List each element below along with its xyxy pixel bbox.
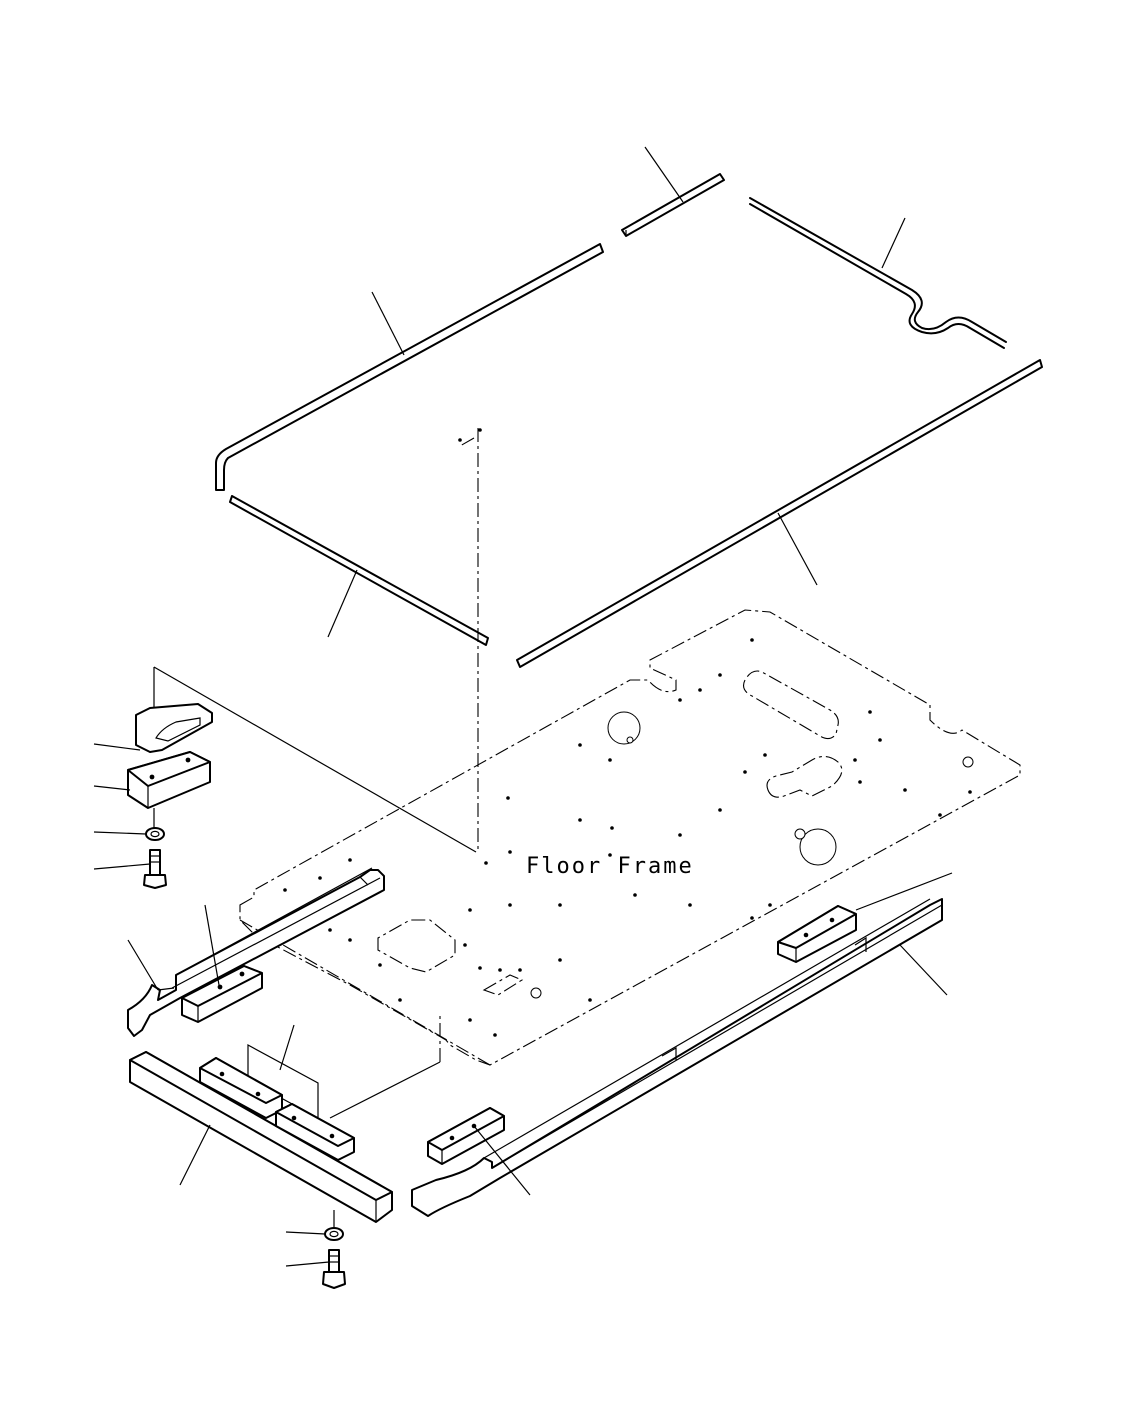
seal-strip-lower-left — [229, 495, 489, 646]
bolt-bottom — [285, 1249, 346, 1289]
seal-strip-long-right — [516, 359, 1043, 668]
mount-blocks-front — [199, 1015, 441, 1161]
mount-block-rail-right-front — [777, 872, 953, 963]
seal-strip-short-top — [621, 146, 725, 237]
front-beam — [129, 1051, 393, 1223]
floor-frame-bolt-holes — [283, 428, 972, 1037]
mount-block-rail-left — [181, 904, 263, 1023]
bolt-left — [93, 849, 167, 889]
washer-left — [93, 827, 165, 841]
mount-block-left — [93, 751, 211, 828]
floor-frame: Floor Frame — [239, 428, 1021, 1066]
seal-strip-bent — [749, 197, 1007, 349]
shim-leader-line — [153, 666, 477, 853]
side-rail-left — [127, 867, 385, 1037]
washer-bottom — [285, 1210, 344, 1241]
floor-frame-label: Floor Frame — [526, 854, 694, 879]
seal-strip-long-left — [215, 243, 604, 491]
mount-block-rail-right-rear — [427, 1107, 531, 1196]
side-rail-right — [411, 898, 948, 1217]
shim-plate — [93, 667, 213, 753]
